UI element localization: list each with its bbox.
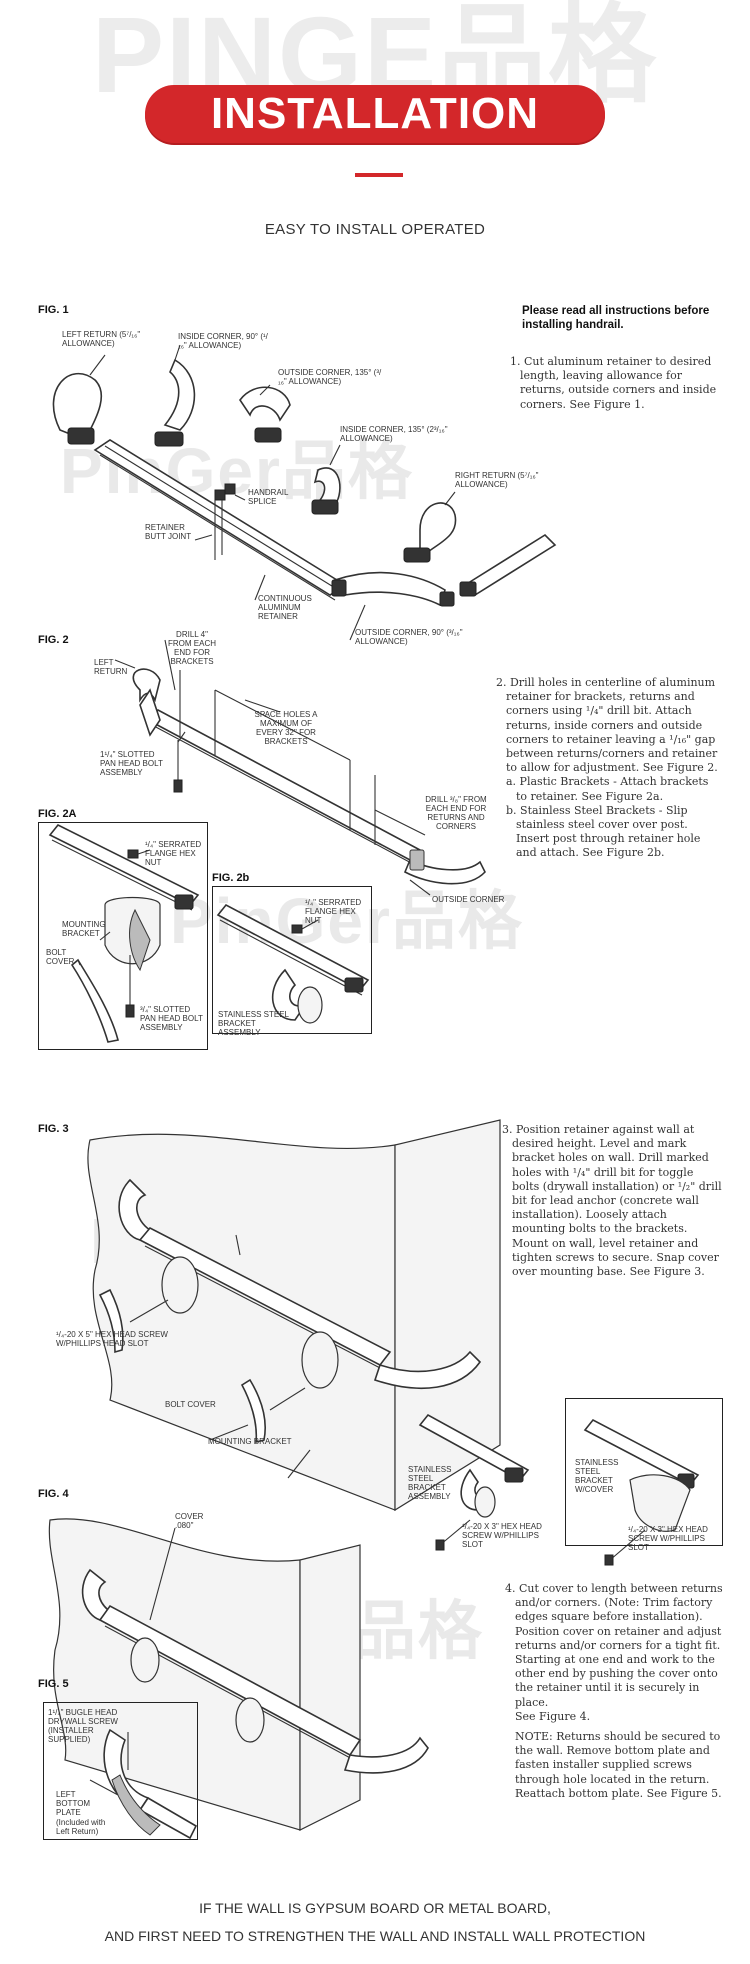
- fig2a-box: [38, 822, 208, 1050]
- fig2a-title: FIG. 2A: [38, 808, 77, 820]
- fig2-outside-corner-label: OUTSIDE CORNER: [432, 895, 505, 904]
- fig5-left-bottom-plate-label: LEFT BOTTOM PLATE: [56, 1790, 91, 1817]
- step-3-text: 3. Position retainer against wall at des…: [502, 1123, 722, 1279]
- accent-divider: [355, 173, 403, 177]
- fig5-box: [43, 1702, 198, 1840]
- fig1-continuous-retainer-label: CONTINUOUS ALUMINUM RETAINER: [258, 594, 312, 621]
- fig5-drawing: [89, 1728, 198, 1840]
- fig2a-serrated-nut-label: ¹/₄" SERRATED FLANGE HEX NUT: [145, 840, 202, 867]
- fig1-outside-corner-90-label: OUTSIDE CORNER, 90° (³/₁₆" ALLOWANCE): [355, 628, 463, 646]
- footer-line-2: AND FIRST NEED TO STRENGTHEN THE WALL AN…: [104, 1928, 646, 1944]
- fig3-hex-screw-small-b-label: ¹/₄-20 x 3" HEX HEAD SCREW W/PHILLIPS SL…: [628, 1525, 708, 1552]
- fig2-title: FIG. 2: [38, 634, 69, 646]
- fig5-bugle-screw-label: 1¹/₄" BUGLE HEAD DRYWALL SCREW (INSTALLE…: [48, 1708, 118, 1744]
- fig1-drawing: [52, 344, 557, 641]
- fig1-right-return-label: RIGHT RETURN (5⁷/₁₆" ALLOWANCE): [455, 471, 539, 489]
- fig1-handrail-splice-label: HANDRAIL SPLICE: [248, 488, 289, 506]
- instruction-step-3: 3. Position retainer against wall at des…: [502, 1123, 722, 1279]
- fig1-inside-corner-90-label: INSIDE CORNER, 90° (¹/₁₆" ALLOWANCE): [178, 332, 268, 350]
- fig2-left-return-label: LEFT RETURN: [94, 658, 128, 676]
- fig3-ss-bracket-assembly-label: STAINLESS STEEL BRACKET ASSEMBLY: [408, 1465, 452, 1501]
- instructions-intro-text: Please read all instructions before inst…: [522, 305, 710, 331]
- step-4-text: 4. Cut cover to length between returns a…: [505, 1582, 723, 1709]
- fig3-drawing: [87, 1119, 530, 1551]
- fig4-title: FIG. 4: [38, 1488, 69, 1500]
- step-2-text: 2. Drill holes in centerline of aluminum…: [496, 676, 718, 775]
- fig2-drill-4-label: DRILL 4" FROM EACH END FOR BRACKETS: [168, 630, 216, 666]
- fig3-bolt-cover-label: BOLT COVER: [165, 1400, 216, 1409]
- fig1-inside-corner-135-label: INSIDE CORNER, 135° (2³/₁₆" ALLOWANCE): [340, 425, 448, 443]
- fig3-box-drawing: [583, 1418, 700, 1566]
- fig2-drawing: [114, 639, 486, 896]
- step-2a-text: a. Plastic Brackets - Attach brackets to…: [506, 775, 709, 803]
- fig3-ss-bracket-cover-label: STAINLESS STEEL BRACKET w/COVER: [575, 1458, 619, 1494]
- fig3-mounting-bracket-label: MOUNTING BRACKET: [208, 1437, 292, 1446]
- fig5-title: FIG. 5: [38, 1678, 69, 1690]
- instruction-step-4: 4. Cut cover to length between returns a…: [505, 1582, 723, 1801]
- fig2a-slotted-bolt-label: ³/₄" SLOTTED PAN HEAD BOLT ASSEMBLY: [140, 1005, 203, 1032]
- step-1-text: 1. Cut aluminum retainer to desired leng…: [510, 355, 717, 411]
- fig2-slotted-bolt-label: 1¹/₄" SLOTTED PAN HEAD BOLT ASSEMBLY: [100, 750, 163, 777]
- fig1-outside-corner-135-label: OUTSIDE CORNER, 135° (³/₁₆" ALLOWANCE): [278, 368, 382, 386]
- fig2a-mounting-bracket-label: MOUNTING BRACKET: [62, 920, 106, 938]
- fig3-hex-screw-small-label: ¹/₄-20 x 3" HEX HEAD SCREW W/PHILLIPS SL…: [462, 1522, 542, 1549]
- instructions-intro: Please read all instructions before inst…: [522, 304, 722, 332]
- fig3-ss-bracket-box: [565, 1398, 723, 1546]
- fig2b-ss-bracket-label: STAINLESS STEEL BRACKET ASSEMBLY: [218, 1010, 289, 1037]
- fig4-drawing: [48, 1518, 429, 1831]
- fig4-cover-label: COVER .080": [175, 1512, 204, 1530]
- step-4-ref-text: See Figure 4.: [515, 1709, 591, 1723]
- fig2-drill-38-label: DRILL ³/₈" FROM EACH END FOR RETURNS AND…: [425, 795, 487, 831]
- fig3-title: FIG. 3: [38, 1123, 69, 1135]
- fig2b-serrated-nut-label: ¹/₄" SERRATED FLANGE HEX NUT: [305, 898, 362, 925]
- fig5-included-label: (Included with Left Return): [56, 1818, 106, 1836]
- fig2-space-holes-label: SPACE HOLES A MAXIMUM OF EVERY 32" FOR B…: [254, 710, 318, 746]
- footer-line-1: IF THE WALL IS GYPSUM BOARD OR METAL BOA…: [199, 1900, 551, 1916]
- fig3-hex-screw-label: ¹/₄-20 x 5" HEX HEAD SCREW W/PHILLIPS HE…: [56, 1330, 168, 1348]
- fig2a-bolt-cover-label: BOLT COVER: [46, 948, 75, 966]
- fig2a-drawing: [48, 823, 200, 1043]
- page-subtitle: EASY TO INSTALL OPERATED: [264, 221, 486, 238]
- installation-banner: INSTALLATION: [145, 85, 605, 143]
- fig1-title: FIG. 1: [38, 304, 69, 316]
- step-2b-text: b. Stainless Steel Brackets - Slip stain…: [506, 803, 701, 860]
- fig1-left-return-label: LEFT RETURN (5⁷/₁₆" ALLOWANCE): [62, 330, 141, 348]
- fig1-retainer-butt-joint-label: RETAINER BUTT JOINT: [145, 523, 192, 541]
- note-text: NOTE: Returns should be secured to the w…: [515, 1730, 722, 1800]
- fig2b-drawing: [216, 903, 370, 1024]
- instruction-step-2: 2. Drill holes in centerline of aluminum…: [496, 676, 722, 861]
- fig2b-title: FIG. 2b: [212, 872, 250, 884]
- fig2b-box: [212, 886, 372, 1034]
- instruction-step-1: 1. Cut aluminum retainer to desired leng…: [510, 355, 720, 412]
